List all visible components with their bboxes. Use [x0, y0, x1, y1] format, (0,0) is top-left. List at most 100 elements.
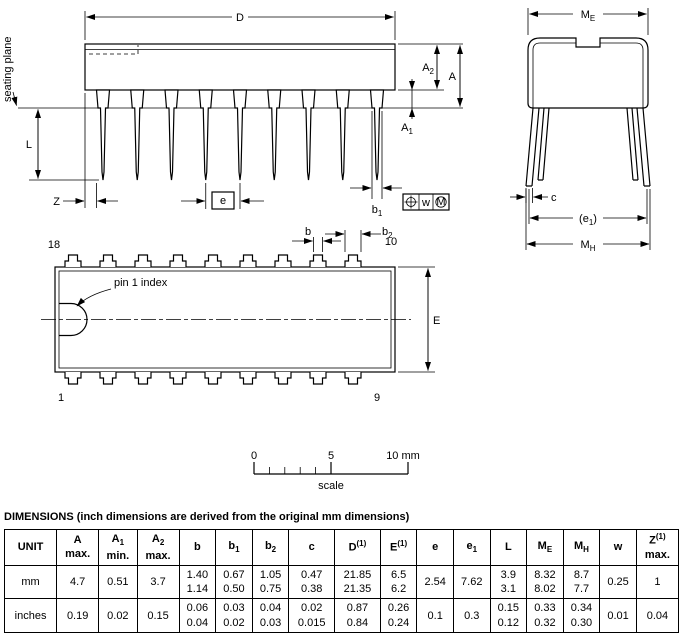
column-header: D(1) [334, 529, 381, 566]
value-cell: 1.05 0.75 [251, 564, 290, 600]
dim-Z-label: Z [53, 196, 60, 208]
dim-b2: b2 [325, 226, 393, 252]
package-body-end [527, 37, 649, 109]
side-view-drawing: D A2 A A1 seating plane L [2, 11, 463, 218]
value-cell: 0.26 0.24 [379, 598, 418, 634]
column-header: c [288, 529, 336, 566]
dim-c: c [510, 188, 557, 204]
dim-A1-label: A1 [401, 122, 413, 136]
value-cell: 0.04 0.03 [251, 598, 290, 634]
column-header: b1 [215, 529, 253, 566]
value-cell: 3.9 3.1 [489, 564, 528, 600]
column-header: E(1) [379, 529, 418, 566]
table-caption: DIMENSIONS (inch dimensions are derived … [4, 511, 410, 523]
seating-plane-label: seating plane [2, 37, 14, 102]
column-header: L [489, 529, 528, 566]
dim-e: e [181, 183, 264, 210]
dim-D-label: D [236, 12, 244, 24]
dim-b1-label: b1 [372, 204, 383, 218]
package-body-side [84, 43, 396, 91]
value-cell: 0.25 [599, 564, 637, 600]
value-cell: 6.5 6.2 [379, 564, 418, 600]
value-cell: 0.67 0.50 [215, 564, 253, 600]
value-cell: 3.7 [136, 564, 180, 600]
dim-D: D [84, 11, 396, 40]
scale-bar: 0 5 10 mm scale [251, 450, 420, 492]
dim-e1: (e1) [528, 189, 648, 227]
unit-cell: mm [3, 564, 58, 600]
pins-bottom-row [64, 372, 362, 385]
column-header: ME [526, 529, 564, 566]
dim-b1: b1 [350, 111, 402, 218]
column-header: b2 [251, 529, 290, 566]
value-cell: 0.01 [599, 598, 637, 634]
true-position-icon [404, 195, 418, 209]
pins-side [95, 89, 385, 181]
value-cell: 8.32 8.02 [526, 564, 564, 600]
value-cell: 0.34 0.30 [562, 598, 601, 634]
dim-b: b [292, 226, 341, 252]
pin-number-9: 9 [374, 392, 380, 404]
value-cell: 8.7 7.7 [562, 564, 601, 600]
dim-A-group: A2 A A1 [398, 43, 463, 136]
value-cell: 0.87 0.84 [334, 598, 381, 634]
value-cell: 0.3 [452, 598, 491, 634]
value-cell: 0.02 [98, 598, 138, 634]
dim-L-label: L [26, 139, 32, 151]
tolerance-frame: w M [402, 193, 450, 211]
pin1-index: pin 1 index [59, 277, 168, 337]
unit-cell: inches [3, 598, 58, 634]
value-cell: 2.54 [416, 564, 454, 600]
value-cell: 0.33 0.32 [526, 598, 564, 634]
dim-b2-label: b2 [382, 226, 393, 240]
column-header: UNIT [3, 529, 58, 566]
dim-MH: MH [525, 189, 651, 253]
value-cell: 0.15 0.12 [489, 598, 528, 634]
dim-ME-label: ME [581, 9, 596, 23]
scale-tick-10: 10 mm [386, 450, 420, 462]
value-cell: 0.47 0.38 [288, 564, 336, 600]
value-cell: 1 [635, 564, 680, 600]
pin1-index-label: pin 1 index [114, 277, 168, 289]
value-cell: 0.19 [56, 598, 100, 634]
column-header: e [416, 529, 454, 566]
value-cell: 0.03 0.02 [215, 598, 253, 634]
column-header: Z(1)max. [635, 529, 680, 566]
dim-ME: ME [527, 8, 649, 35]
dim-MH-label: MH [581, 239, 596, 253]
dim-e-label: e [220, 195, 226, 207]
value-cell: 7.62 [452, 564, 491, 600]
value-cell: 1.40 1.14 [178, 564, 217, 600]
svg-text:M: M [436, 196, 445, 208]
seating-plane-leader [11, 91, 18, 106]
value-cell: 0.04 [635, 598, 680, 634]
pin-number-1: 1 [58, 392, 64, 404]
dim-L: L [26, 109, 99, 181]
dim-A2-label: A2 [422, 62, 434, 76]
tolerance-w-label: w [421, 197, 430, 209]
column-header: MH [562, 529, 601, 566]
value-cell: 0.06 0.04 [178, 598, 217, 634]
column-header: b [178, 529, 217, 566]
value-cell: 0.51 [98, 564, 138, 600]
column-header: w [599, 529, 637, 566]
value-cell: 0.15 [136, 598, 180, 634]
value-cell: 4.7 [56, 564, 100, 600]
pin-number-10: 10 [385, 236, 397, 248]
pins-top-row [64, 254, 362, 267]
value-cell: 0.1 [416, 598, 454, 634]
dim-e1-label: (e1) [579, 213, 597, 227]
m-circle-icon: M [435, 196, 447, 208]
value-cell: 21.85 21.35 [334, 564, 381, 600]
pin-number-18: 18 [48, 239, 60, 251]
dim-Z: Z [53, 93, 118, 208]
